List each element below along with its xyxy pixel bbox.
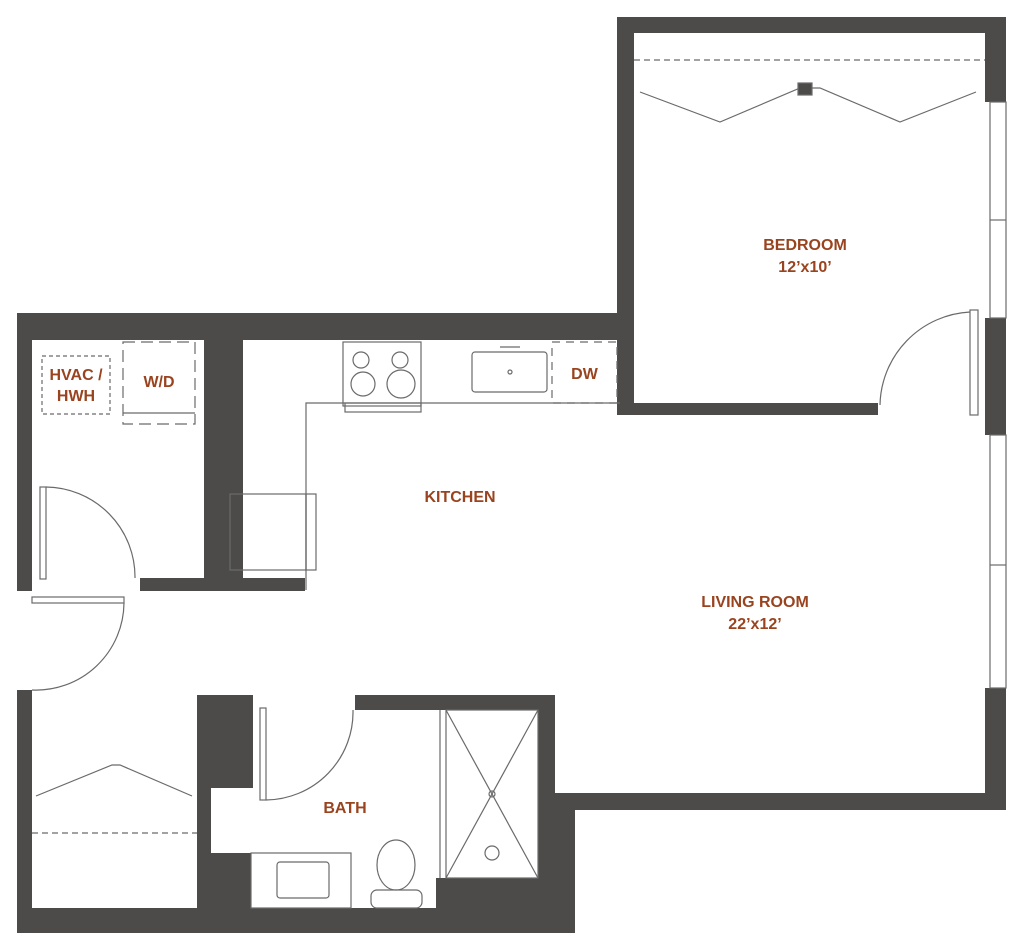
bottom-wall <box>17 908 575 933</box>
fridge-door <box>305 493 317 571</box>
bedroom-name: BEDROOM <box>763 237 847 254</box>
bath-right-wall <box>538 695 555 933</box>
living-window <box>989 434 1007 689</box>
bath-sink <box>276 861 330 899</box>
bedroom-left-wall <box>617 17 634 415</box>
hvac-label: HVAC / HWH <box>36 365 116 407</box>
bedroom-top-wall <box>617 17 1006 33</box>
hvac-label-line2: HWH <box>56 388 96 405</box>
left-wall-lower <box>17 690 32 933</box>
bedroom-label: BEDROOM 12’x10’ <box>740 235 870 279</box>
entry-door-swing <box>31 602 125 691</box>
washer-dryer <box>122 341 196 425</box>
living-room-label: LIVING ROOM 22’x12’ <box>670 592 840 636</box>
bath-door[interactable] <box>259 707 267 801</box>
vanity <box>250 852 352 909</box>
shower-drain <box>488 790 496 798</box>
walls <box>17 17 1006 933</box>
closet-door-post <box>797 82 813 96</box>
utility-closet-door[interactable] <box>39 486 47 580</box>
hvac-label-line1: HVAC / <box>49 367 103 384</box>
dw-label: DW <box>571 366 598 383</box>
closet-right-wall <box>204 338 243 588</box>
living-room-size: 22’x12’ <box>728 616 782 633</box>
oven-handle <box>344 402 422 413</box>
bedroom-size: 12’x10’ <box>778 259 832 276</box>
closet-bottom-wall <box>140 578 305 591</box>
shower-head <box>484 845 500 861</box>
wd-label: W/D <box>143 374 175 391</box>
bath-door-swing <box>265 709 354 801</box>
living-room-name: LIVING ROOM <box>701 594 809 611</box>
range <box>342 341 422 407</box>
shower <box>445 709 539 879</box>
bedroom-window <box>989 101 1007 319</box>
kitchen-label: KITCHEN <box>424 489 496 506</box>
bedroom-right-wall <box>985 17 1006 102</box>
left-wall-upper <box>17 313 32 591</box>
right-wall-middle <box>985 318 1006 435</box>
toilet-tank <box>370 889 423 909</box>
right-wall-lower <box>985 688 1006 810</box>
bedroom-door[interactable] <box>969 309 979 416</box>
kitchen-sink <box>471 351 548 393</box>
bath-label: BATH <box>323 800 367 817</box>
bedroom-door-swing <box>879 311 971 406</box>
utility-door-swing <box>45 486 136 579</box>
entry-door[interactable] <box>31 596 125 604</box>
dishwasher <box>551 341 618 404</box>
bifold-coat-closet-door[interactable] <box>35 764 193 797</box>
kitchen-top-wall <box>17 313 620 340</box>
bath-top-wall <box>355 695 552 710</box>
bath-left-wall <box>197 695 211 933</box>
living-bottom-wall <box>555 793 1006 810</box>
bedroom-bottom-wall <box>620 403 878 415</box>
toilet-bowl <box>376 839 416 891</box>
bath-outer-wall <box>555 793 575 933</box>
